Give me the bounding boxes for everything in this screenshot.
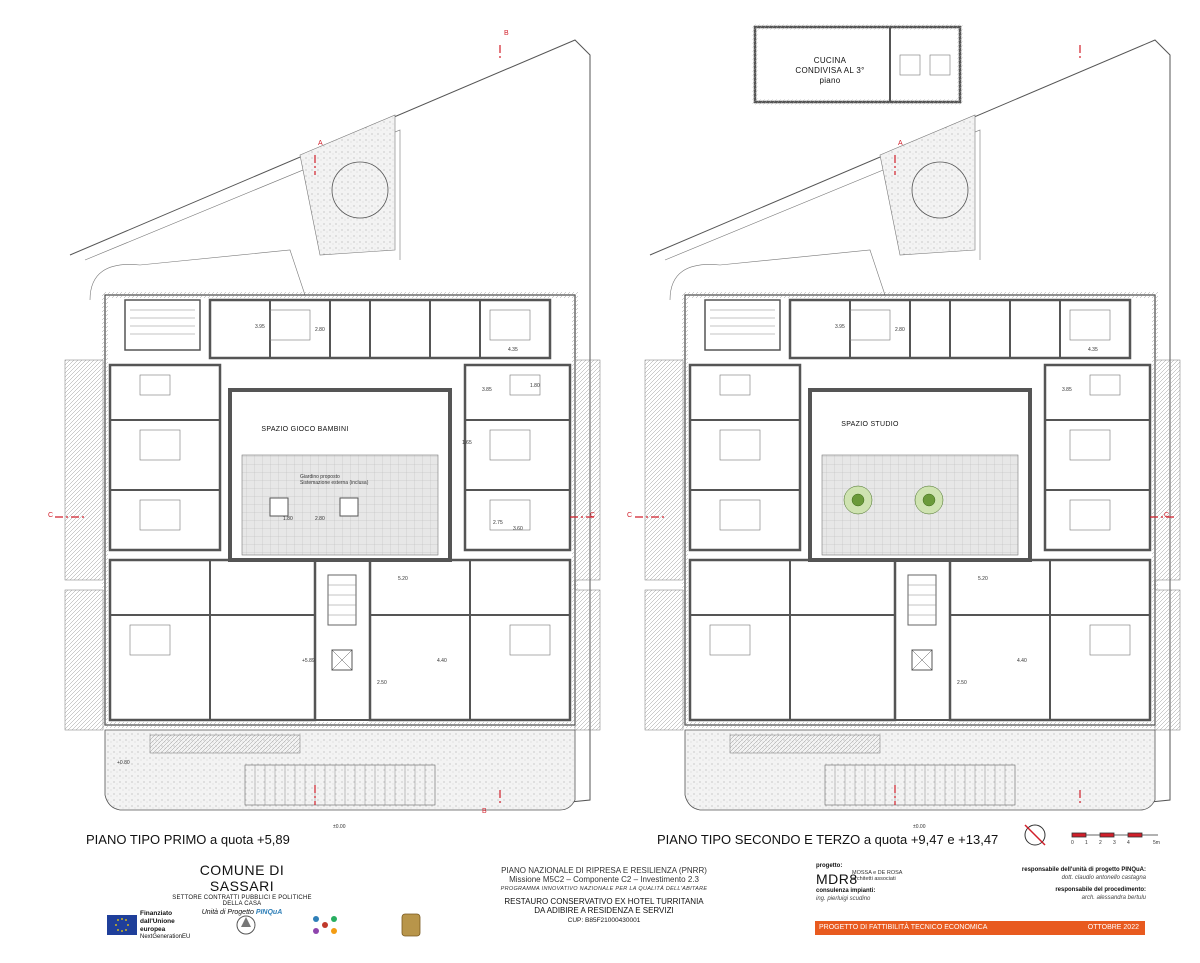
dim-label: 3.60 (513, 526, 523, 532)
dim-label: 4.35 (1088, 347, 1098, 353)
resp-pinqua-label: responsabile dell'unità di progetto PINQ… (1021, 867, 1146, 873)
pnrr-line2: Missione M5C2 – Componente C2 – Investim… (509, 875, 699, 884)
consulenza-name: ing. pierluigi scudino (816, 896, 871, 902)
resp-proc-name: arch. alessandra bertulu (1081, 895, 1146, 901)
dim-label: 2.80 (315, 327, 325, 333)
dim-label: 3.95 (255, 324, 265, 330)
unita-name: PINQuA (255, 909, 283, 916)
dim-label: 4.40 (437, 658, 447, 664)
dim-label: 2.80 (895, 327, 905, 333)
section-mark-c: C (590, 512, 596, 519)
dim-label: 4.35 (508, 347, 518, 353)
comune-settore: SETTORE CONTRATTI PUBBLICI E POLITICHE D… (172, 895, 312, 907)
dim-label: 2.50 (957, 680, 967, 686)
dim-label: 3.95 (835, 324, 845, 330)
section-mark-c: C (627, 512, 633, 519)
phase-label: PROGETTO DI FATTIBILITÀ TECNICO ECONOMIC… (819, 924, 988, 931)
dim-label: 5.20 (398, 576, 408, 582)
cup-code: CUP: B85F21000430001 (567, 917, 641, 924)
mdr-logo: MDR8 (816, 871, 858, 887)
section-mark-c: C (48, 512, 54, 519)
eu-line2: dall'Unione europea (140, 917, 175, 933)
dim-label: 1.65 (462, 440, 472, 446)
left-courtyard-label: SPAZIO GIOCO BAMBINI (261, 426, 349, 433)
dim-label: 3.85 (1062, 387, 1072, 393)
scale-label: 1 (1085, 840, 1088, 846)
section-mark-a: A (898, 140, 903, 147)
right-courtyard-label: SPAZIO STUDIO (841, 421, 899, 428)
dim-label: 1.80 (530, 383, 540, 389)
phase-bar: PROGETTO DI FATTIBILITÀ TECNICO ECONOMIC… (815, 921, 1145, 935)
mdr-subtitle: MOSSA e DE ROSA architetti associati (852, 870, 902, 882)
dim-label: ±0.00 (333, 824, 346, 830)
dim-label: 2.80 (315, 516, 325, 522)
pnrr-line1: PIANO NAZIONALE DI RIPRESA E RESILIENZA … (501, 866, 707, 875)
scale-label: 4 (1127, 840, 1130, 846)
legend-item: Sistemazione esterna (inclusa) (300, 480, 369, 486)
scale-label: 3 (1113, 840, 1116, 846)
pnrr-block: PIANO NAZIONALE DI RIPRESA E RESILIENZA … (498, 866, 710, 924)
eu-funding-badge: Finanziato dall'Unione europea NextGener… (107, 910, 201, 940)
scale-label: 5m (1153, 840, 1160, 846)
top-plan-label: CUCINA CONDIVISA AL 3° piano (795, 56, 865, 85)
pnrr-line3: PROGRAMMA INNOVATIVO NAZIONALE PER LA QU… (500, 886, 708, 892)
dim-label: 1.80 (283, 516, 293, 522)
dim-label: 4.40 (1017, 658, 1027, 664)
dim-label: 2.50 (377, 680, 387, 686)
scale-label: 0 (1071, 840, 1074, 846)
dim-label: 3.85 (482, 387, 492, 393)
section-mark-b: B (504, 30, 509, 37)
unita-prefix: Unità di Progetto (201, 909, 256, 916)
comune-block: COMUNE DI SASSARI SETTORE CONTRATTI PUBB… (172, 862, 312, 916)
section-mark-b: B (482, 808, 487, 815)
dim-label: +0.80 (117, 760, 130, 766)
resp-pinqua-name: dott. claudio antonello castagna (1061, 875, 1146, 881)
dim-label: +5.89 (302, 658, 315, 664)
legend-item: Giardino proposto (300, 474, 340, 480)
dim-label: 5.20 (978, 576, 988, 582)
progetto-label-text: progetto: (816, 863, 843, 869)
mdr-sub2: architetti associati (852, 876, 896, 882)
section-mark-a: A (318, 140, 323, 147)
project-line1: RESTAURO CONSERVATIVO EX HOTEL TURRITANI… (504, 897, 704, 906)
eu-line1: Finanziato (140, 909, 173, 917)
dim-label: ±0.00 (913, 824, 926, 830)
resp-pinqua-block: responsabile dell'unità di progetto PINQ… (990, 866, 1146, 882)
scale-label: 2 (1099, 840, 1102, 846)
eu-line3: NextGenerationEU (140, 933, 191, 940)
section-mark-c: C (1164, 512, 1170, 519)
resp-proc-block: responsabile del procedimento: arch. ale… (990, 886, 1146, 902)
comune-title: COMUNE DI SASSARI (199, 862, 285, 894)
consulenza-block: consulenza impianti: ing. pierluigi scud… (816, 887, 875, 903)
project-line2: DA ADIBIRE A RESIDENZA E SERVIZI (534, 906, 674, 915)
resp-proc-label: responsabile del procedimento: (1055, 887, 1146, 893)
progetto-label: progetto: (816, 862, 842, 870)
mdr-sub1: MOSSA e DE ROSA (852, 870, 903, 876)
dim-label: 2.75 (493, 520, 503, 526)
comune-unita: Unità di Progetto PINQuA (172, 909, 312, 916)
left-plan-title: PIANO TIPO PRIMO a quota +5,89 (86, 832, 290, 847)
eu-text: Finanziato dall'Unione europea NextGener… (140, 910, 201, 941)
phase-date: OTTOBRE 2022 (1087, 924, 1139, 931)
eu-flag-icon (107, 915, 137, 935)
right-plan-title: PIANO TIPO SECONDO E TERZO a quota +9,47… (657, 832, 999, 847)
consulenza-label: consulenza impianti: (816, 888, 876, 894)
